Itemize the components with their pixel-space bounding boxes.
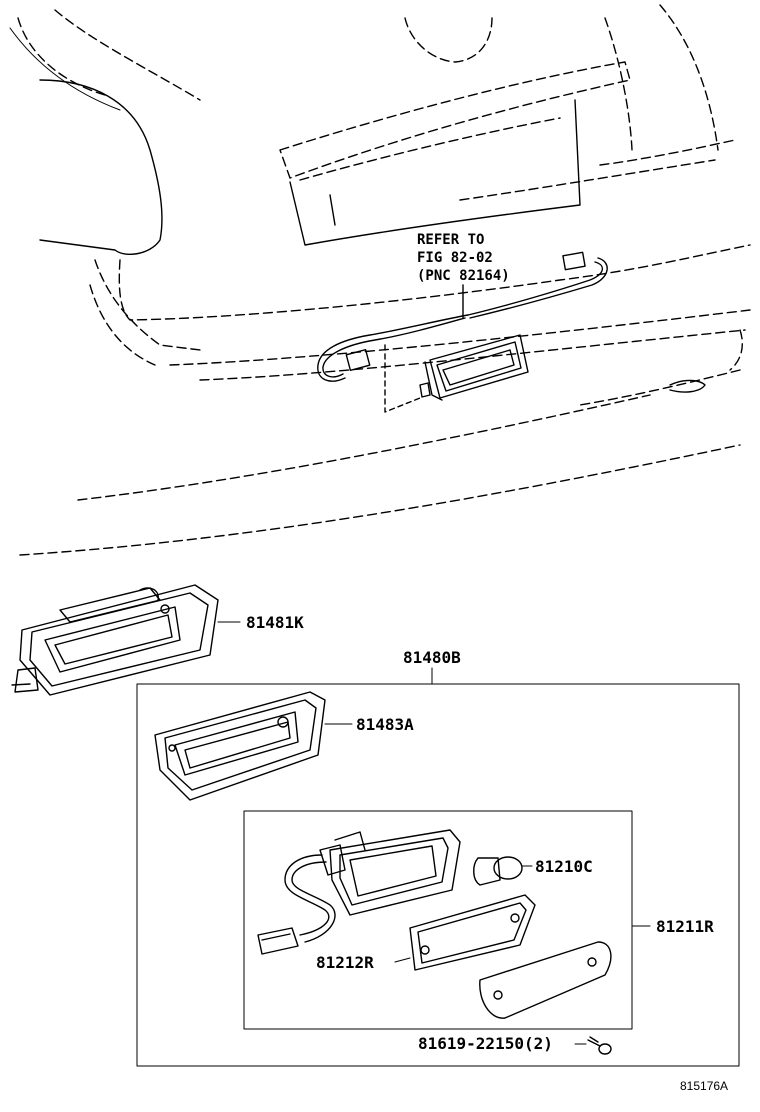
part-label-81212r: 81212R — [316, 953, 374, 972]
lens-drawing — [479, 941, 612, 1019]
refer-note-line-2: FIG 82-02 — [417, 250, 493, 266]
lamp-housing-drawing — [11, 584, 241, 696]
lens-rim-drawing — [154, 691, 353, 801]
part-label-81210c: 81210C — [535, 857, 593, 876]
vehicle-rear-outline — [9, 4, 751, 556]
part-label-81483a: 81483A — [356, 715, 414, 734]
figure-id: 815176A — [680, 1079, 728, 1093]
bulb-drawing — [473, 856, 533, 886]
gasket-drawing — [394, 894, 536, 971]
mounted-lamp-detail — [317, 251, 608, 413]
socket-harness-drawing — [257, 829, 461, 955]
screw-drawing — [574, 1036, 612, 1055]
refer-note: REFER TO FIG 82-02 (PNC 82164) — [417, 232, 510, 284]
part-label-screw: 81619-22150(2) — [418, 1034, 553, 1053]
assembly-box-81480b — [136, 667, 740, 1067]
refer-note-line-3: (PNC 82164) — [417, 268, 510, 284]
part-label-81481k: 81481K — [246, 613, 304, 632]
part-label-81480b: 81480B — [403, 648, 461, 667]
part-label-81211r: 81211R — [656, 917, 714, 936]
refer-note-line-1: REFER TO — [417, 232, 484, 248]
socket-box-81211r — [243, 810, 651, 1030]
